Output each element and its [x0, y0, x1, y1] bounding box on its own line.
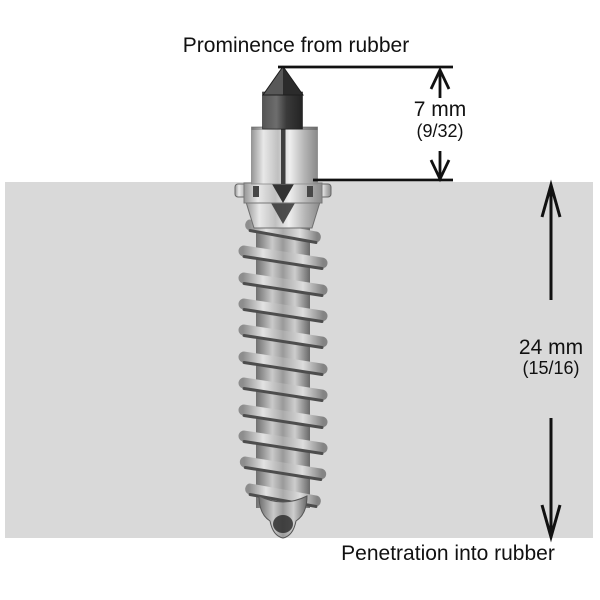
penetration-dimension	[540, 179, 562, 543]
penetration-value-inch: (15/16)	[522, 358, 580, 378]
arrow-up-icon	[540, 179, 562, 300]
stud-dome-shadow	[273, 515, 293, 533]
prominence-dimension	[278, 65, 453, 183]
stud-flange-slot-left	[253, 186, 259, 197]
stud-cone-outline	[262, 65, 304, 96]
stud-flange	[234, 182, 332, 204]
prominence-value-inch: (9/32)	[416, 121, 464, 141]
arrow-down-icon	[429, 151, 451, 183]
arrow-down-icon	[540, 418, 562, 543]
stud-flange-slot-right	[307, 186, 313, 197]
stud-body-groove	[281, 127, 286, 184]
prominence-title: Prominence from rubber	[182, 34, 410, 57]
arrow-up-icon	[429, 66, 451, 98]
penetration-title: Penetration into rubber	[341, 542, 555, 565]
stud-collar-notch	[271, 203, 295, 224]
prominence-value-mm: 7 mm	[413, 98, 467, 121]
stud-illustration	[234, 65, 332, 539]
stud-flange-notch	[272, 184, 294, 203]
stud-pin	[262, 91, 303, 130]
penetration-value-mm: 24 mm	[518, 336, 584, 359]
